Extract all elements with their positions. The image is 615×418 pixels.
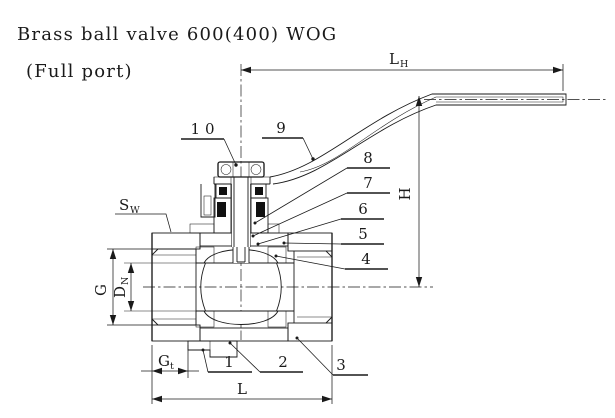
dim-label-l: L — [237, 380, 247, 398]
dn-ext-lines — [124, 262, 196, 312]
handle-plate-right — [250, 176, 271, 185]
part-label-2: 2 — [278, 353, 288, 371]
dim-label-sw-sub: W — [130, 205, 140, 216]
ball-bottom-section — [203, 310, 279, 325]
stem-nut — [217, 161, 265, 178]
part-label-1: 1 — [224, 353, 234, 371]
handle-inner-edge — [299, 96, 564, 173]
gt-ext-lines — [151, 345, 189, 404]
dim-label-lh: L — [389, 50, 399, 68]
packing-right — [256, 202, 265, 217]
dim-label-dn-sub: N — [120, 277, 131, 285]
ball-right-edge — [276, 262, 282, 312]
dim-label-sw: S — [119, 196, 129, 214]
body-bottom-wall — [199, 327, 289, 342]
part-callouts-group: 10 9 8 7 6 5 4 3 2 1 — [181, 119, 390, 376]
left-port-chamfer — [151, 248, 159, 326]
seat-bottom-right — [267, 310, 287, 328]
part-label-9: 9 — [276, 119, 286, 137]
left-port-top-wall — [151, 232, 201, 250]
part-label-4: 4 — [361, 250, 371, 268]
seat-top-left — [195, 246, 215, 264]
handle-group — [200, 93, 567, 218]
left-thread-root — [152, 254, 196, 320]
cap-bottom-wall — [287, 322, 333, 342]
seat-rings-group — [195, 246, 287, 328]
nut-facet-arc-left — [220, 164, 232, 175]
cap-top-wall — [287, 232, 333, 252]
seat-bottom-left — [195, 310, 215, 328]
dimension-labels-group: L H H S W G D N G t L — [92, 50, 414, 398]
dim-label-g: G — [92, 284, 110, 296]
part-label-6: 6 — [358, 200, 368, 218]
part-label-7: 7 — [363, 174, 373, 192]
title-group: Brass ball valve 600(400) WOG (Full port… — [17, 24, 337, 82]
handle-plate-left — [213, 176, 232, 185]
part-label-3: 3 — [336, 356, 346, 374]
ball-stem-slot — [232, 247, 250, 263]
part-label-5: 5 — [358, 225, 368, 243]
sw-leader — [115, 213, 172, 233]
handle-tab-inner — [203, 195, 212, 216]
bonnet-stem-group — [213, 161, 271, 263]
gland-seal-right — [255, 187, 263, 195]
gland-seal-left — [219, 187, 227, 195]
left-port-bottom-wall — [151, 324, 201, 342]
dim-label-gt-sub: t — [170, 361, 174, 372]
dim-label-lh-sub: H — [400, 59, 408, 70]
dim-label-h: H — [396, 187, 414, 200]
dim-label-gt: G — [158, 352, 170, 370]
stem-tang — [236, 247, 246, 263]
neck-step-left — [189, 223, 215, 234]
seat-top-right — [267, 246, 287, 264]
part-label-8: 8 — [363, 149, 373, 167]
ball-left-edge — [200, 262, 206, 312]
left-thread-crest — [158, 248, 196, 326]
right-thread-root — [297, 256, 332, 318]
handle-outline — [269, 93, 567, 185]
nut-facets — [232, 162, 250, 177]
nut-facet-arc-right — [250, 164, 262, 175]
stem-channel — [231, 184, 251, 247]
g-ext-lines — [107, 248, 152, 326]
dimensions-group — [107, 64, 564, 404]
drawing-subtitle: (Full port) — [26, 61, 133, 82]
drawing-title: Brass ball valve 600(400) WOG — [17, 24, 337, 45]
packing-left — [217, 202, 226, 217]
stem — [233, 177, 249, 247]
right-port-chamfer — [325, 250, 333, 324]
dim-label-dn: D — [111, 286, 129, 298]
part-label-10: 10 — [190, 120, 219, 138]
handle-tab — [200, 184, 216, 218]
